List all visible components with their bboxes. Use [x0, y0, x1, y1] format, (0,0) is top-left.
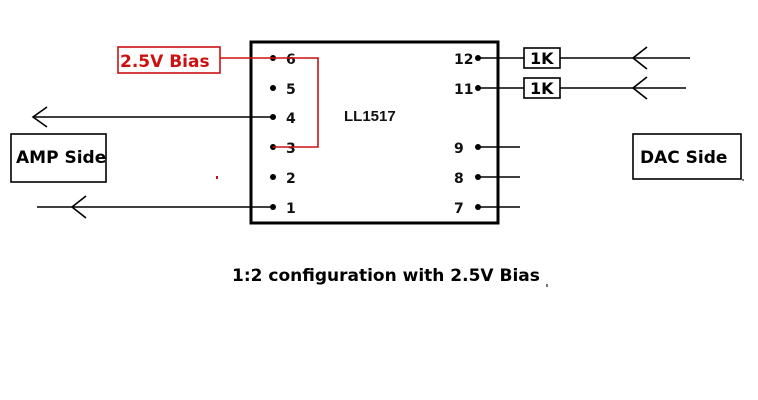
- dac-side-label: DAC Side: [640, 148, 727, 168]
- pin-label-5: 5: [286, 82, 296, 98]
- resistor-2-label: 1K: [530, 79, 554, 98]
- stray-speck-2: [742, 179, 744, 181]
- bias-wire: [220, 57, 319, 148]
- pin-label-4: 4: [286, 111, 296, 127]
- dac-stub-wires: [478, 146, 520, 208]
- stray-speck: [546, 284, 548, 287]
- transformer-body: [249, 40, 500, 225]
- resistor-1-label: 1K: [530, 49, 554, 68]
- amp-arrow-pin1: [70, 195, 87, 219]
- amp-wires: [31, 106, 273, 219]
- dac-side-box: [632, 133, 742, 180]
- pin-label-8: 8: [454, 171, 464, 187]
- amp-arrow-pin4: [31, 106, 48, 128]
- chip-label: LL1517: [344, 108, 396, 125]
- diagram-caption: 1:2 configuration with 2.5V Bias: [232, 266, 540, 286]
- pin-label-7: 7: [454, 201, 464, 217]
- bias-wiring: [117, 46, 319, 148]
- pin-label-2: 2: [286, 171, 296, 187]
- amp-side-box: [10, 133, 107, 183]
- pin-label-6: 6: [286, 52, 296, 68]
- bias-label-box: [117, 46, 221, 74]
- pin-dot-2: [270, 174, 276, 180]
- pin-label-3: 3: [286, 141, 296, 157]
- pin-label-11: 11: [454, 82, 473, 98]
- dac-arrow-pin12: [631, 46, 648, 70]
- dac-arrow-pin11: [631, 76, 648, 100]
- resistor-wires: [478, 46, 690, 100]
- bias-label: 2.5V Bias: [120, 52, 210, 72]
- pin-label-12: 12: [454, 52, 473, 68]
- red-speck: [216, 176, 218, 179]
- pin-dot-5: [270, 85, 276, 91]
- pin-label-1: 1: [286, 201, 296, 217]
- amp-side-label: AMP Side: [16, 148, 106, 168]
- pin-label-9: 9: [454, 141, 464, 157]
